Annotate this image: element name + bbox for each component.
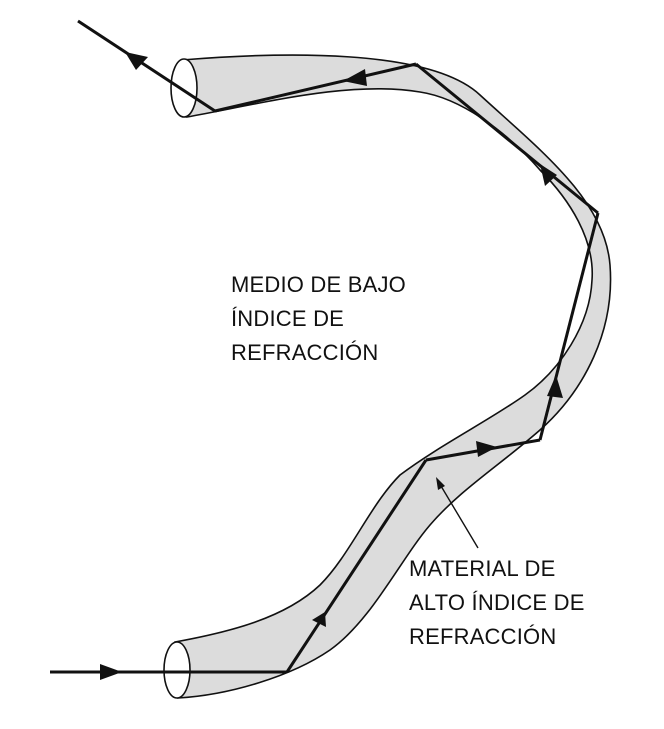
ray-arrows: [100, 52, 563, 680]
leader-arrowhead: [436, 477, 445, 490]
high-index-line-2: ALTO ÍNDICE DE: [409, 590, 585, 615]
low-index-medium-label: MEDIO DE BAJO ÍNDICE DE REFRACCIÓN: [231, 268, 406, 370]
arrow-incoming: [100, 664, 122, 680]
high-index-line-1: MATERIAL DE: [409, 556, 556, 581]
fiber-body: [174, 54, 612, 699]
low-index-line-1: MEDIO DE BAJO: [231, 272, 406, 297]
high-index-material-label: MATERIAL DE ALTO ÍNDICE DE REFRACCIÓN: [409, 552, 585, 654]
outgoing-ray: [77, 19, 216, 113]
arrow-outgoing: [125, 52, 148, 70]
high-index-line-3: REFRACCIÓN: [409, 624, 557, 649]
low-index-line-3: REFRACCIÓN: [231, 340, 379, 365]
arrow-segment-2: [476, 441, 497, 457]
fiber-exit-end: [170, 58, 198, 118]
arrow-segment-5: [343, 69, 367, 86]
label-leader-line: [437, 480, 479, 549]
low-index-line-2: ÍNDICE DE: [231, 306, 345, 331]
arrow-segment-1: [312, 612, 326, 627]
arrow-segment-4: [540, 164, 557, 186]
arrow-segment-3: [547, 375, 563, 398]
fiber-entry-end: [163, 641, 191, 699]
